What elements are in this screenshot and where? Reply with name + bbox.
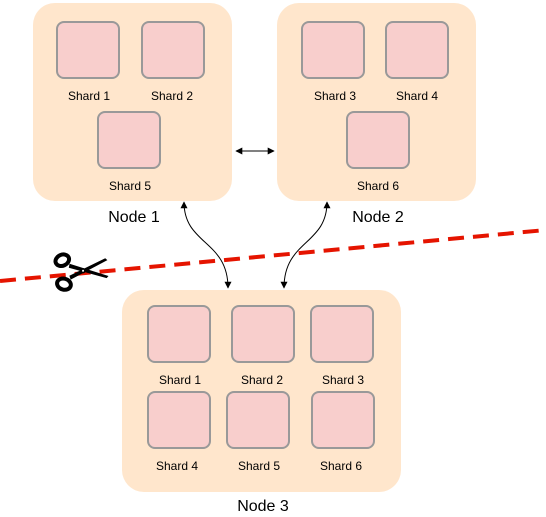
node-3-shard-2: [231, 305, 295, 363]
node-2-shard-3: [301, 21, 365, 79]
node-3-shard-2-label: Shard 2: [240, 373, 284, 387]
node-1-shard-1-label: Shard 1: [67, 89, 111, 103]
connector-node2-node3: [280, 201, 331, 289]
node-2-shard-3-label: Shard 3: [313, 89, 357, 103]
node-3-shard-1: [147, 305, 211, 363]
node-3-shard-3: [310, 305, 374, 363]
node-2-shard-6-label: Shard 6: [356, 179, 400, 193]
node-3-shard-5-label: Shard 5: [237, 459, 281, 473]
node-3-shard-4: [147, 391, 211, 449]
node-2-shard-4: [385, 21, 449, 79]
node-3-label: Node 3: [237, 498, 289, 515]
node-3-shard-4-label: Shard 4: [155, 459, 199, 473]
node-1-shard-1: [56, 21, 120, 79]
node-2-shard-4-label: Shard 4: [395, 89, 439, 103]
node-2-shard-6: [346, 111, 410, 169]
node-3-shard-3-label: Shard 3: [321, 373, 365, 387]
node-3-shard-5: [226, 391, 290, 449]
scissors-icon: [53, 252, 109, 292]
node-1-shard-5: [97, 111, 161, 169]
node-1-label: Node 1: [108, 209, 160, 226]
node-1-shard-2-label: Shard 2: [150, 89, 194, 103]
node-1-shard-5-label: Shard 5: [108, 179, 152, 193]
node-3-shard-6-label: Shard 6: [319, 459, 363, 473]
node-3-shard-6: [311, 391, 375, 449]
node-1-shard-2: [141, 21, 205, 79]
node-2-label: Node 2: [352, 209, 404, 226]
partition-line: [0, 228, 546, 283]
node-3-shard-1-label: Shard 1: [158, 373, 202, 387]
connector-node1-node3: [180, 201, 232, 289]
